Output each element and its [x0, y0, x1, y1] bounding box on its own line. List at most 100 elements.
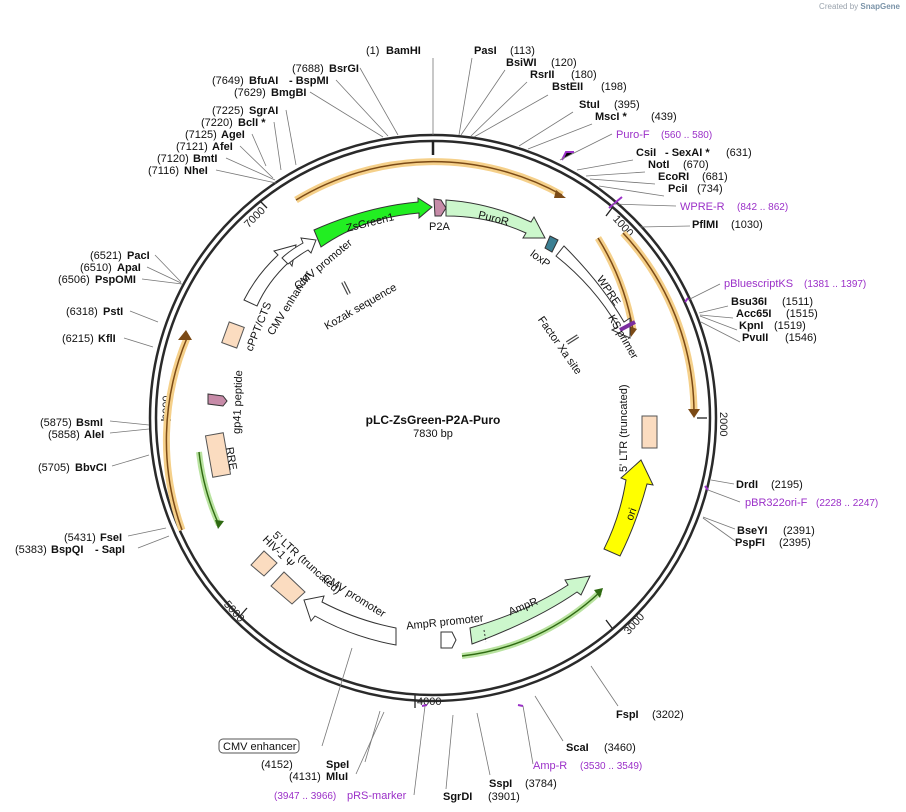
site-bsiwi-pos: (120)	[551, 57, 577, 69]
primer-wpre-r-range: (842 .. 862)	[737, 202, 788, 213]
loxp-label: loxP	[528, 248, 552, 270]
ampr-promoter-arrow	[440, 631, 457, 649]
site-agei-pos: (7125)	[185, 129, 217, 141]
ampr-arrow	[469, 575, 591, 645]
site-spei-pos: (4152)	[261, 759, 293, 771]
site-alei-pos: (5858)	[48, 429, 80, 441]
site-sgrai-pos: (7225)	[212, 105, 244, 117]
tick-4000: 4000	[417, 696, 441, 708]
site-ecori-pos: (681)	[702, 171, 728, 183]
site-kfli-pos: (6215)	[62, 333, 94, 345]
site-bmgbi-pos: (7629)	[234, 87, 266, 99]
site-bcli-pos: (7220)	[201, 117, 233, 129]
ltr5-trunc-right-label: 5' LTR (truncated)	[618, 385, 630, 472]
site-acc65i: Acc65I	[736, 308, 771, 320]
site-sgrai: SgrAI	[249, 105, 278, 117]
site-mlui-pos: (4131)	[289, 771, 321, 783]
tick-7000: 7000	[242, 205, 268, 231]
site-drdi-pos: (2195)	[771, 479, 803, 491]
plasmid-size: 7830 bp	[413, 428, 453, 440]
cmv-promoter-lower-arrow	[303, 595, 397, 646]
site-bbvci: BbvCI	[75, 462, 107, 474]
site-acc65i-pos: (1515)	[786, 308, 818, 320]
site-apai: ApaI	[117, 262, 141, 274]
site-bfuai: BfuAI	[249, 75, 278, 87]
orf-arc-right-core	[622, 232, 695, 414]
site-pspomi: PspOMI	[95, 274, 136, 286]
site-bsrgi: BsrGI	[329, 63, 359, 75]
site-kpni-pos: (1519)	[774, 320, 806, 332]
primer-wpre-r: WPRE-R	[680, 201, 725, 213]
snapgene-logo: SnapGene	[860, 2, 900, 11]
credit-prefix: Created by	[819, 2, 859, 11]
zsgreen1-arrow	[313, 197, 433, 248]
primer-puro-f: Puro-F	[616, 129, 650, 141]
site-pspfi: PspFI	[735, 537, 765, 549]
site-bsmi-pos: (5875)	[40, 417, 72, 429]
site-pflmi-pos: (1030)	[731, 219, 763, 231]
site-labels: (1) BamHI PasI (113) BsiWI (120) RsrII (…	[15, 45, 818, 803]
cmv-enhancer-callout-label: CMV enhancer	[223, 741, 297, 753]
kozak-label: Kozak sequence	[323, 282, 399, 333]
site-pvuii: PvuII	[742, 332, 768, 344]
primer-prs-marker: pRS-marker	[347, 790, 407, 802]
factor-xa-mark-inner	[566, 335, 579, 344]
site-bspmi: - BspMI	[289, 75, 329, 87]
site-msci: MscI *	[595, 111, 628, 123]
site-bamhi: BamHI	[386, 45, 421, 57]
rre-box	[204, 432, 232, 478]
site-stui: StuI	[579, 99, 600, 111]
site-mlui: MluI	[326, 771, 348, 783]
hiv-psi-box	[250, 550, 278, 577]
site-paci-pos: (6521)	[90, 250, 122, 262]
orf-arcs	[162, 158, 698, 659]
kozak-mark-inner	[342, 281, 350, 295]
site-kfli: KflI	[98, 333, 116, 345]
primer-pbluescriptks: pBluescriptKS	[724, 278, 793, 290]
site-bsu36i-pos: (1511)	[782, 296, 813, 308]
site-afei-pos: (7121)	[176, 141, 208, 153]
site-sspi-pos: (3784)	[525, 778, 557, 790]
gp41-label: gp41 peptide	[231, 370, 245, 434]
site-paci: PacI	[127, 250, 150, 262]
site-kpni: KpnI	[739, 320, 763, 332]
site-fspi: FspI	[616, 709, 639, 721]
site-sspi: SspI	[489, 778, 512, 790]
site-bsrgi-pos: (7688)	[292, 63, 324, 75]
site-sapi: - SapI	[95, 544, 125, 556]
primer-prs-marker-range: (3947 .. 3966)	[274, 791, 336, 802]
site-pasi-pos: (113)	[510, 45, 535, 57]
orf-arc-left-core	[165, 337, 188, 531]
puror-arrow	[445, 199, 546, 239]
site-bmti: BmtI	[193, 153, 217, 165]
factor-xa-label: Factor Xa site	[535, 314, 584, 376]
site-bsu36i: Bsu36I	[731, 296, 767, 308]
site-bmti-pos: (7120)	[157, 153, 189, 165]
site-bmgbi: BmgBI	[271, 87, 306, 99]
site-bcli: BclI *	[238, 117, 266, 129]
tick-3000: 3000	[622, 611, 647, 637]
orf-arrowheads	[178, 190, 700, 598]
site-spei: SpeI	[326, 759, 349, 771]
rre-label: RRE	[223, 446, 239, 471]
wpre-arrow	[555, 245, 631, 339]
primer-amp-r-range: (3530 .. 3549)	[580, 761, 642, 772]
p2a-box	[433, 198, 447, 217]
primer-marks	[421, 151, 709, 707]
site-agei: AgeI	[221, 129, 245, 141]
snapgene-credit: Created by SnapGene	[819, 2, 900, 11]
site-sexai: - SexAI *	[665, 147, 710, 159]
site-pflmi: PflMI	[692, 219, 718, 231]
site-sgrdi: SgrDI	[443, 791, 472, 803]
ori-arrow	[603, 459, 654, 557]
site-scai-pos: (3460)	[604, 742, 636, 754]
site-fspi-pos: (3202)	[652, 709, 684, 721]
cmv-enhancer-callout: CMV enhancer	[218, 738, 300, 754]
gp41-box	[207, 393, 228, 407]
site-pcii-pos: (734)	[697, 183, 723, 195]
site-alei: AleI	[84, 429, 104, 441]
site-bamhi-pos: (1)	[366, 45, 379, 57]
primer-pbluescriptks-range: (1381 .. 1397)	[804, 279, 866, 290]
orf-arc-top-core	[295, 160, 563, 201]
